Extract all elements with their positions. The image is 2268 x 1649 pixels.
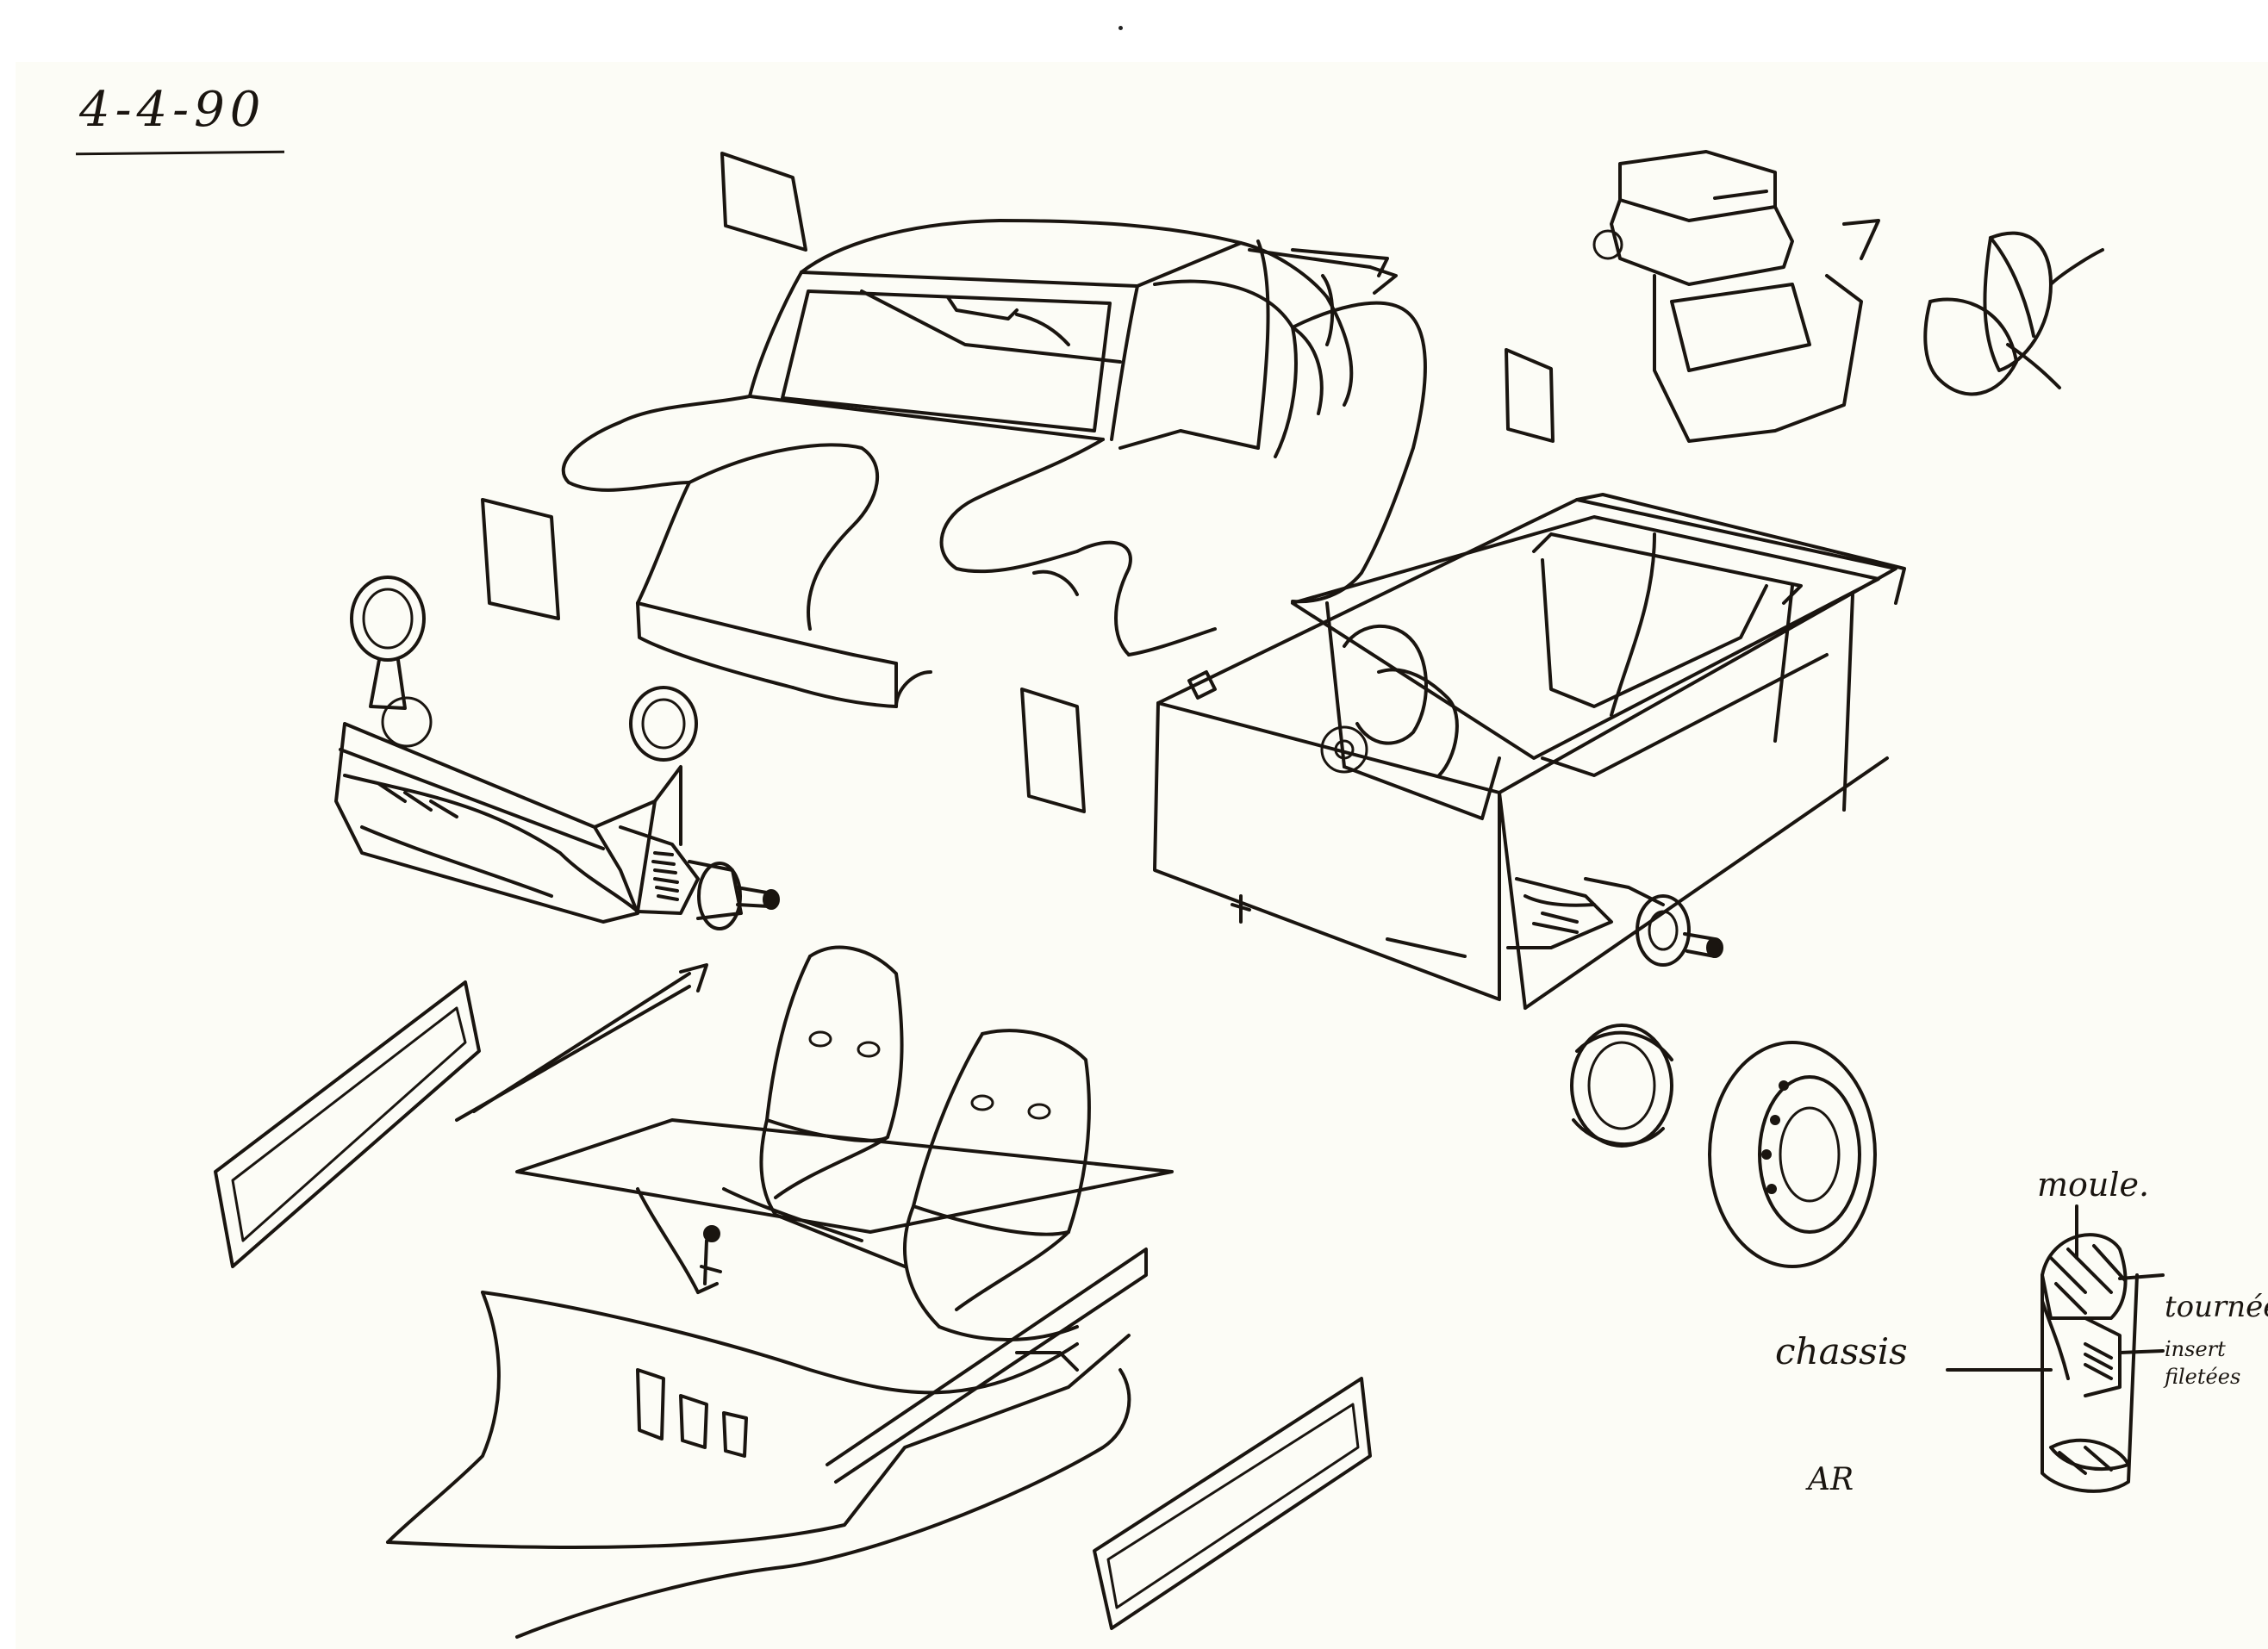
top-right-components	[1592, 150, 2104, 443]
sketch-date: 4-4-90	[79, 82, 266, 138]
loose-panels	[481, 152, 1555, 813]
rear-chassis-box	[1153, 493, 1906, 1010]
front-axle-assembly	[334, 576, 780, 930]
label-tournee: tournée	[2165, 1290, 2268, 1324]
label-filetees: filetées	[2165, 1365, 2241, 1389]
scan-speck	[1118, 26, 1123, 30]
paper-sheet	[16, 62, 2268, 1649]
side-sill-panels	[214, 980, 1372, 1630]
label-moule: moule.	[2037, 1166, 2150, 1204]
label-chassis: chassis	[1775, 1330, 1908, 1372]
rear-wheels	[1570, 1024, 1877, 1268]
label-ar: AR	[1808, 1462, 1854, 1497]
seats-and-floor	[386, 945, 1174, 1639]
mold-cross-section	[1946, 1204, 2165, 1493]
body-shell	[561, 219, 1427, 708]
label-insert: insert	[2165, 1337, 2226, 1361]
